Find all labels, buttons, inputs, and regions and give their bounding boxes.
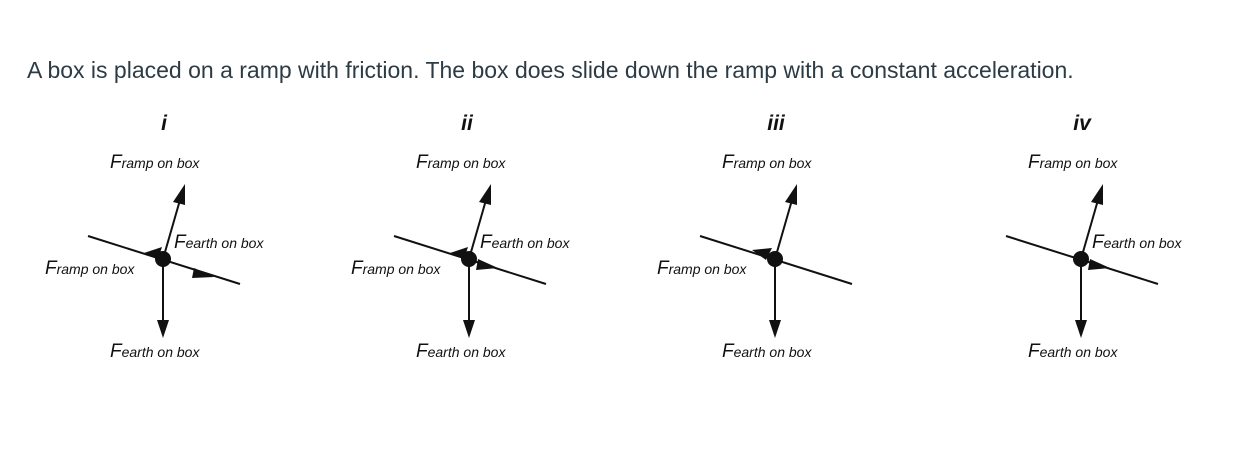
label-f-earth-bottom: Fearth on box — [722, 341, 812, 362]
diagram-iv: iv Framp on box Fearth on box Fearth on … — [934, 112, 1234, 392]
diagram-ii: ii Framp on box Fearth on box Framp on b… — [322, 112, 622, 392]
box-dot — [155, 251, 171, 267]
box-dot — [461, 251, 477, 267]
normal-force-arrowhead — [479, 184, 491, 205]
question-text: A box is placed on a ramp with friction.… — [27, 57, 1074, 83]
diagram-numeral: iii — [767, 112, 785, 135]
label-f-ramp-side: Framp on box — [657, 258, 747, 279]
friction-force-arrowhead — [752, 248, 772, 260]
diagram-numeral: ii — [461, 112, 473, 135]
label-f-earth-bottom: Fearth on box — [110, 341, 200, 362]
label-f-ramp-side: Framp on box — [351, 258, 441, 279]
earth-parallel-arrowhead — [192, 268, 214, 278]
gravity-force-arrowhead — [157, 320, 169, 338]
box-dot — [1073, 251, 1089, 267]
label-f-ramp-top: Framp on box — [1028, 152, 1118, 173]
gravity-force-arrowhead — [769, 320, 781, 338]
diagram-i: i Framp on box Fearth on box Framp on bo… — [16, 112, 316, 392]
free-body-diagram — [87, 184, 241, 338]
diagram-iii: iii Framp on box Framp on box Fearth on … — [628, 112, 928, 392]
gravity-force-arrowhead — [463, 320, 475, 338]
normal-force-arrow — [468, 199, 487, 260]
normal-force-arrow — [774, 199, 793, 260]
diagram-numeral: i — [161, 112, 167, 135]
normal-force-arrowhead — [785, 184, 797, 205]
normal-force-arrowhead — [173, 184, 185, 205]
free-body-diagram — [393, 184, 547, 338]
gravity-force-arrowhead — [1075, 320, 1087, 338]
label-f-earth-bottom: Fearth on box — [1028, 341, 1118, 362]
label-f-ramp-top: Framp on box — [416, 152, 506, 173]
label-f-earth-bottom: Fearth on box — [416, 341, 506, 362]
diagram-numeral: iv — [1073, 112, 1091, 135]
normal-force-arrow — [1080, 199, 1099, 260]
normal-force-arrowhead — [1091, 184, 1103, 205]
label-f-ramp-top: Framp on box — [722, 152, 812, 173]
box-dot — [767, 251, 783, 267]
label-f-earth-parallel: Fearth on box — [174, 232, 264, 253]
earth-parallel-arrowhead — [1088, 259, 1110, 270]
label-f-ramp-top: Framp on box — [110, 152, 200, 173]
free-body-diagram — [1005, 184, 1159, 338]
earth-parallel-arrowhead — [476, 259, 498, 270]
free-body-diagram — [699, 184, 853, 338]
label-f-earth-parallel: Fearth on box — [480, 232, 570, 253]
label-f-earth-parallel: Fearth on box — [1092, 232, 1182, 253]
normal-force-arrow — [162, 199, 181, 260]
label-f-ramp-side: Framp on box — [45, 258, 135, 279]
